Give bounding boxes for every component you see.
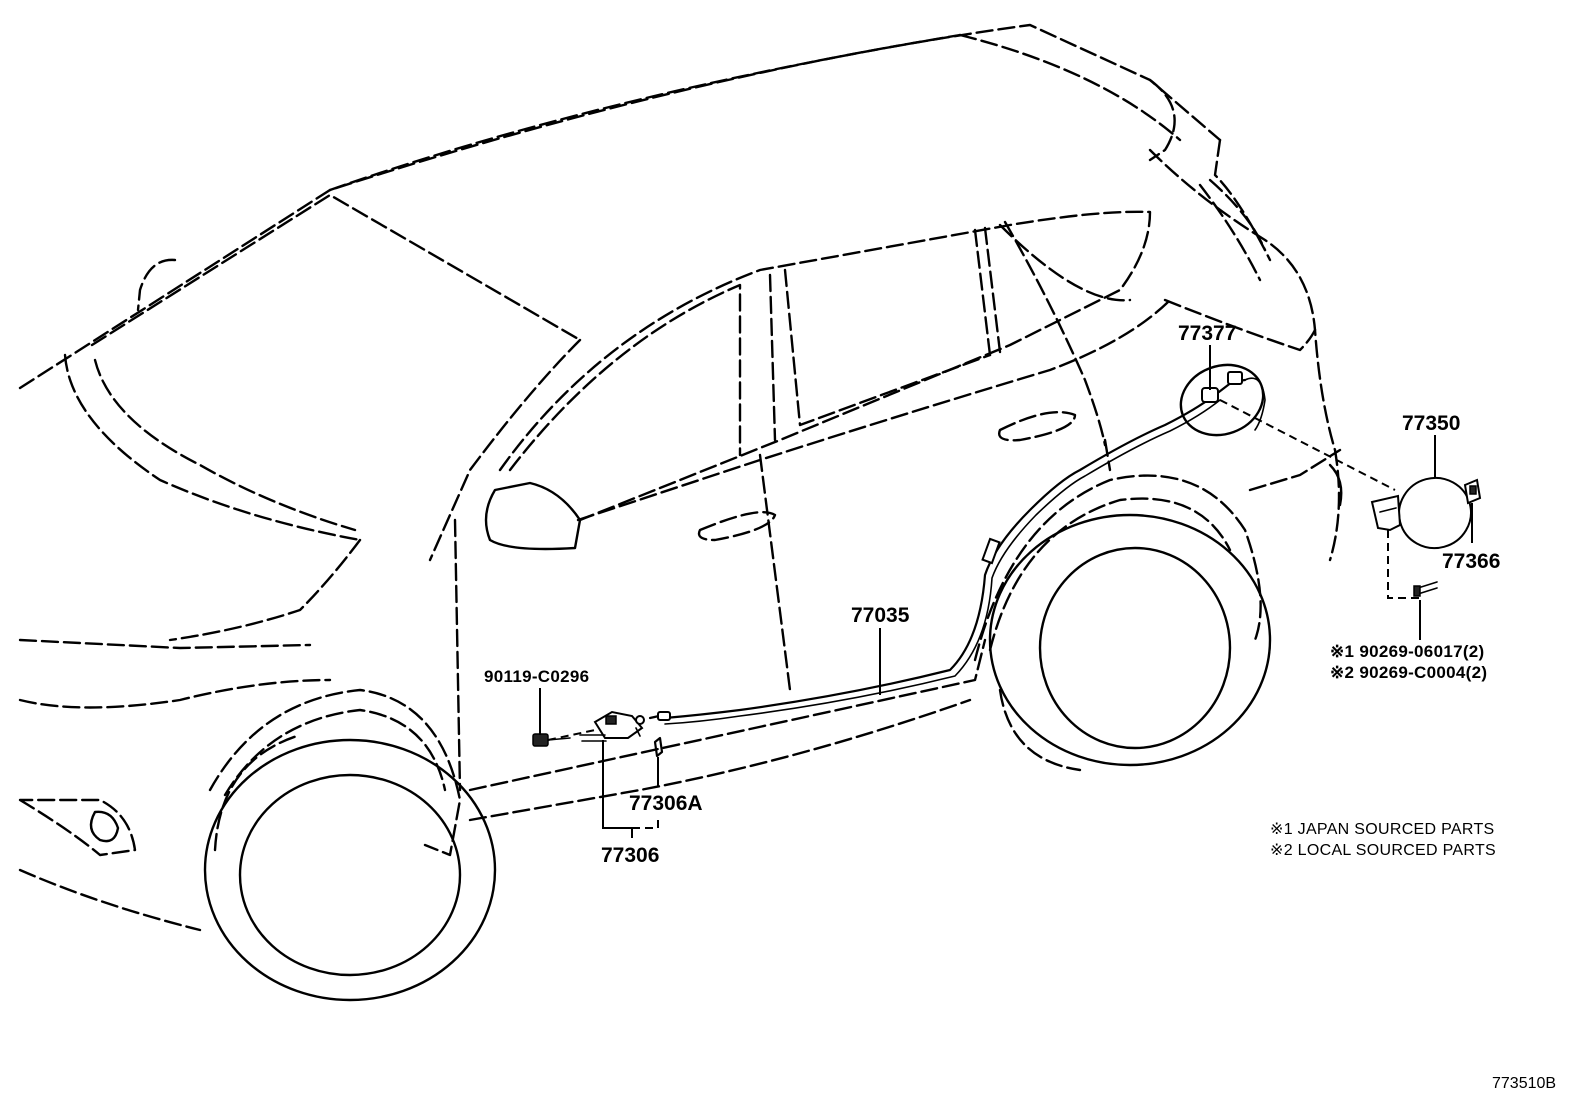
figure-id: 773510B <box>1492 1075 1556 1092</box>
fuel-lid-opener-lever-part <box>579 710 671 742</box>
callout-77377: 77377 <box>1178 322 1236 345</box>
callout-90119-c0296: 90119-C0296 <box>484 667 589 686</box>
rivet-part <box>1413 581 1438 597</box>
legend-line-1: ※1 JAPAN SOURCED PARTS <box>1270 821 1495 838</box>
callout-labels: 77377 77350 77366 77035 90119-C0296 7730… <box>484 322 1500 867</box>
callout-rivet-local: ※2 90269-C0004(2) <box>1330 663 1487 682</box>
callout-77350: 77350 <box>1402 412 1460 435</box>
fuel-lid-cushion-part <box>1463 478 1482 505</box>
callout-rivet-japan: ※1 90269-06017(2) <box>1330 642 1485 661</box>
callout-77306: 77306 <box>601 844 659 867</box>
callout-77306a: 77306A <box>629 792 703 815</box>
pin-part <box>653 736 664 758</box>
fuel-lid-lock-part <box>1201 371 1243 403</box>
fuel-lid-release-cable <box>663 377 1266 725</box>
callout-77035: 77035 <box>851 604 910 627</box>
vehicle-outline <box>18 23 1343 1002</box>
callout-77366: 77366 <box>1442 550 1500 573</box>
leader-lines <box>539 345 1473 838</box>
legend: ※1 JAPAN SOURCED PARTS ※2 LOCAL SOURCED … <box>1270 821 1496 859</box>
fuel-lid-part <box>1370 476 1472 550</box>
legend-line-2: ※2 LOCAL SOURCED PARTS <box>1270 842 1496 859</box>
